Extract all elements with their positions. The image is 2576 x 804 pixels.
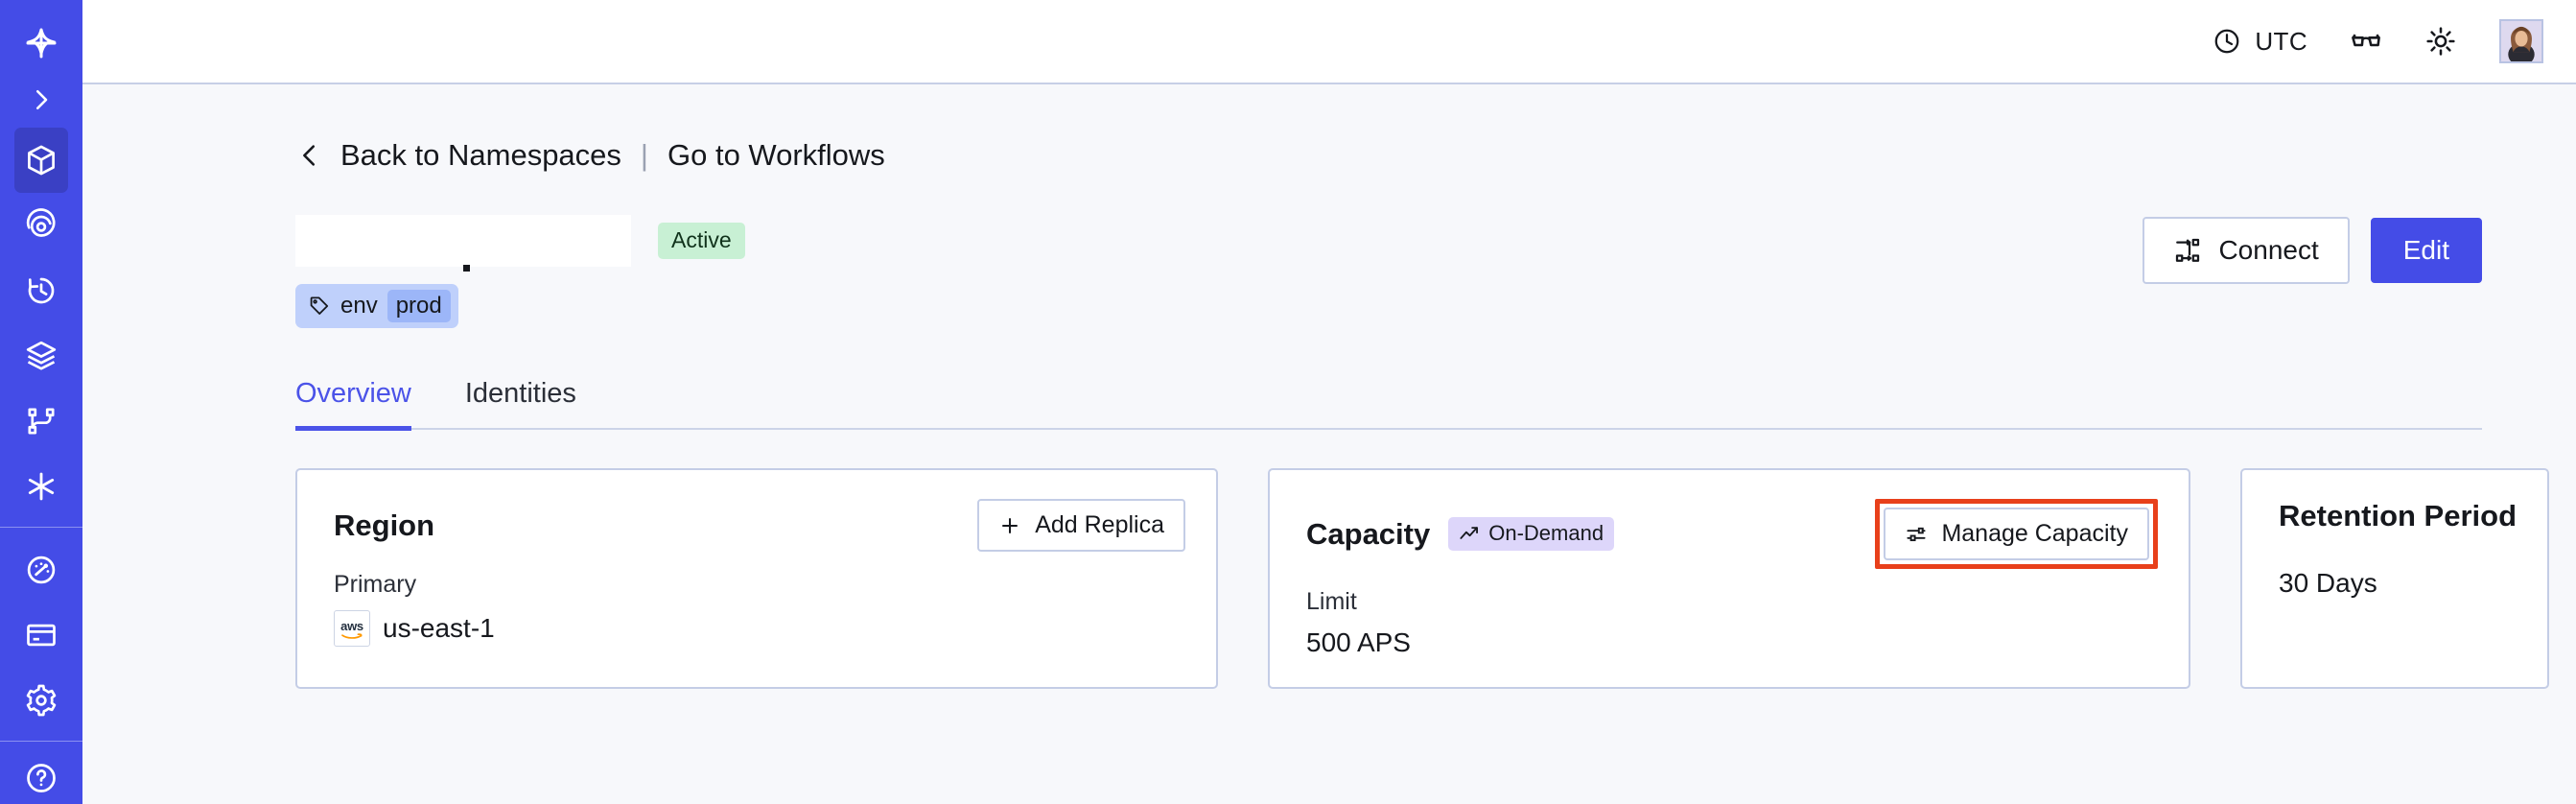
help-circle-icon — [24, 761, 59, 795]
on-demand-badge: On-Demand — [1448, 517, 1615, 552]
page-actions: Connect Edit — [2143, 215, 2482, 284]
tag-value: prod — [386, 290, 451, 323]
region-card-title-group: Region — [334, 508, 434, 543]
manage-capacity-button[interactable]: Manage Capacity — [1884, 508, 2149, 561]
tab-bar: Overview Identities — [295, 378, 2482, 432]
capacity-card-title-group: Capacity On-Demand — [1306, 516, 1615, 552]
temporal-logo-icon[interactable] — [0, 13, 82, 72]
sidebar-divider-2 — [0, 741, 82, 743]
page-title-line: Active — [295, 215, 745, 272]
git-branch-icon — [25, 405, 58, 437]
breadcrumb: Back to Namespaces | Go to Workflows — [295, 138, 2482, 173]
gauge-icon — [24, 553, 59, 587]
plus-icon — [998, 514, 1021, 537]
add-replica-label: Add Replica — [1035, 511, 1164, 539]
sidebar-primary-group — [14, 128, 68, 519]
gear-icon — [24, 683, 59, 718]
sidebar-item-observe[interactable] — [14, 193, 68, 258]
sidebar-item-settings[interactable] — [14, 668, 68, 733]
edit-button[interactable]: Edit — [2370, 218, 2482, 283]
glasses-icon[interactable] — [2350, 25, 2382, 58]
sidebar-item-nexus[interactable] — [14, 454, 68, 519]
breadcrumb-divider: | — [640, 138, 648, 172]
capacity-limit-label: Limit — [1306, 588, 1357, 616]
retention-card: Retention Period 30 Days — [2240, 468, 2550, 690]
sun-icon[interactable] — [2424, 25, 2457, 58]
chevron-right-icon — [27, 85, 56, 114]
sidebar-item-layers[interactable] — [14, 323, 68, 389]
page-title-row: Active env prod — [295, 215, 2482, 329]
credit-card-icon — [24, 618, 59, 652]
layers-icon — [24, 339, 59, 373]
breadcrumb-workflows-link[interactable]: Go to Workflows — [667, 138, 885, 172]
aws-logo-icon: aws — [334, 610, 370, 648]
retention-card-spacer — [2279, 599, 2517, 658]
content-area: UTC — [82, 0, 2576, 804]
retention-card-title: Retention Period — [2279, 499, 2517, 533]
header-actions: UTC — [2213, 19, 2543, 63]
manage-capacity-label: Manage Capacity — [1941, 520, 2128, 548]
eye-spiral-icon — [24, 208, 59, 243]
sidebar-expand-button[interactable] — [0, 72, 82, 128]
sidebar-item-namespaces[interactable] — [14, 128, 68, 194]
sidebar-item-billing[interactable] — [14, 603, 68, 668]
manage-capacity-highlight: Manage Capacity — [1875, 499, 2158, 570]
overview-cards: Region Add Replica Primary — [295, 468, 2550, 690]
sidebar-item-history[interactable] — [14, 258, 68, 323]
capacity-limit-value: 500 APS — [1306, 627, 1411, 658]
region-card-spacer — [334, 647, 1185, 658]
region-card: Region Add Replica Primary — [295, 468, 1218, 690]
history-clock-icon — [24, 273, 59, 308]
region-card-title: Region — [334, 508, 435, 542]
capacity-card-header: Capacity On-Demand — [1306, 499, 2158, 570]
capacity-card: Capacity On-Demand — [1268, 468, 2190, 690]
region-primary-label: Primary — [334, 571, 417, 599]
capacity-card-title: Capacity — [1306, 516, 1431, 551]
clock-icon — [2213, 27, 2241, 56]
status-badge: Active — [658, 223, 745, 259]
page-title-block: Active env prod — [295, 215, 745, 329]
aws-logo-text: aws — [340, 618, 363, 633]
sidebar-item-usage[interactable] — [14, 537, 68, 603]
asterisk-icon — [24, 469, 59, 504]
main-panel: Back to Namespaces | Go to Workflows Act… — [82, 84, 2576, 804]
connect-button[interactable]: Connect — [2143, 217, 2350, 284]
timezone-label: UTC — [2255, 26, 2307, 56]
breadcrumb-back-link[interactable]: Back to Namespaces — [340, 138, 621, 172]
retention-card-header: Retention Period — [2279, 499, 2517, 533]
trending-up-icon — [1459, 523, 1480, 544]
page-title — [295, 215, 631, 272]
region-card-header: Region Add Replica — [334, 499, 1185, 553]
sidebar-item-help[interactable] — [14, 751, 68, 804]
region-value-row: aws us-east-1 — [334, 610, 1185, 648]
tag-key: env — [340, 293, 378, 319]
tab-overview[interactable]: Overview — [295, 378, 411, 432]
region-value: us-east-1 — [383, 613, 495, 644]
sidebar-secondary-group — [14, 537, 68, 733]
connect-button-label: Connect — [2218, 235, 2319, 265]
cube-icon — [24, 143, 59, 177]
chevron-left-icon[interactable] — [295, 139, 324, 172]
sliders-icon — [1905, 523, 1928, 546]
edit-button-label: Edit — [2402, 235, 2449, 265]
retention-value: 30 Days — [2279, 568, 2377, 599]
connect-icon — [2173, 236, 2202, 265]
sidebar-divider-1 — [0, 527, 82, 529]
tab-identities[interactable]: Identities — [464, 378, 576, 410]
sidebar-item-workflows[interactable] — [14, 389, 68, 454]
namespace-tag-chip[interactable]: env prod — [295, 284, 458, 329]
top-header: UTC — [82, 0, 2576, 84]
avatar[interactable] — [2499, 19, 2543, 63]
on-demand-badge-label: On-Demand — [1488, 521, 1604, 546]
tag-icon — [308, 295, 331, 318]
sidebar — [0, 0, 82, 804]
timezone-selector[interactable]: UTC — [2213, 27, 2307, 57]
add-replica-button[interactable]: Add Replica — [977, 499, 1185, 553]
